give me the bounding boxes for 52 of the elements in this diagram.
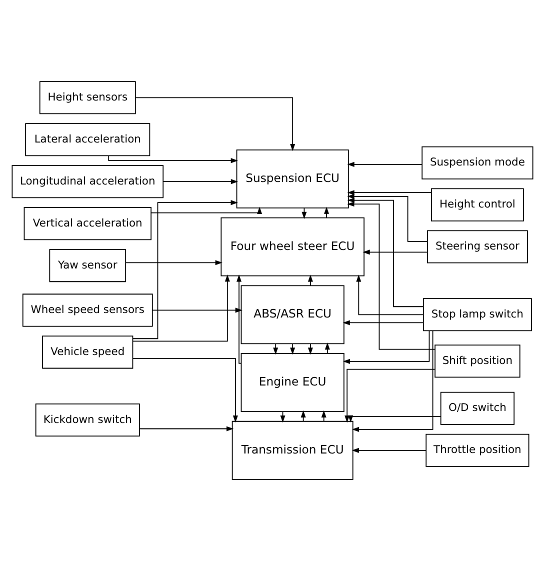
arrow bbox=[132, 358, 238, 423]
arrow bbox=[347, 190, 432, 196]
node-box: Lateral acceleration bbox=[25, 123, 150, 156]
arrow bbox=[108, 155, 238, 164]
node-box: Engine ECU bbox=[240, 353, 344, 412]
node-box: O/D switch bbox=[440, 392, 515, 425]
node-box: Throttle position bbox=[426, 434, 530, 467]
arrow bbox=[348, 415, 442, 423]
node-box: ABS/ASR ECU bbox=[240, 285, 344, 344]
arrow bbox=[347, 194, 428, 242]
arrow bbox=[162, 179, 238, 184]
node-box: Suspension ECU bbox=[236, 149, 349, 208]
arrow bbox=[352, 330, 434, 432]
arrow bbox=[347, 162, 422, 167]
arrow bbox=[342, 320, 424, 326]
node-box: Stop lamp switch bbox=[422, 298, 532, 332]
arrow bbox=[324, 342, 330, 354]
arrow bbox=[134, 97, 296, 152]
arrow bbox=[324, 206, 330, 218]
arrow bbox=[308, 274, 313, 286]
node-box: Vertical acceleration bbox=[24, 207, 152, 240]
node-box: Four wheel steer ECU bbox=[220, 217, 364, 276]
arrow bbox=[150, 206, 262, 214]
arrow bbox=[125, 260, 222, 266]
arrow bbox=[132, 200, 238, 340]
arrow bbox=[132, 274, 230, 342]
arrow bbox=[300, 410, 306, 422]
arrow bbox=[356, 274, 424, 316]
node-box: Height control bbox=[431, 188, 524, 222]
node-box: Suspension mode bbox=[422, 146, 534, 180]
arrow bbox=[344, 368, 436, 423]
arrow bbox=[352, 448, 427, 453]
arrow bbox=[342, 330, 430, 364]
arrow bbox=[273, 343, 278, 355]
node-box: Height sensors bbox=[39, 81, 136, 114]
arrow bbox=[290, 343, 296, 355]
arrow bbox=[139, 426, 234, 432]
arrow bbox=[236, 274, 242, 364]
node-box: Yaw sensor bbox=[49, 249, 126, 282]
arrow bbox=[347, 198, 424, 308]
node-box: Steering sensor bbox=[427, 230, 528, 264]
node-box: Wheel speed sensors bbox=[22, 294, 153, 327]
arrow bbox=[362, 250, 428, 255]
node-box: Transmission ECU bbox=[232, 420, 354, 480]
node-box: Vehicle speed bbox=[42, 336, 134, 369]
node-box: Shift position bbox=[434, 344, 520, 378]
arrow bbox=[152, 308, 242, 313]
node-box: Kickdown switch bbox=[35, 404, 140, 437]
arrow bbox=[321, 410, 326, 422]
node-box: Longitudinal acceleration bbox=[12, 165, 164, 198]
arrow bbox=[308, 343, 313, 355]
arrow bbox=[347, 202, 436, 350]
